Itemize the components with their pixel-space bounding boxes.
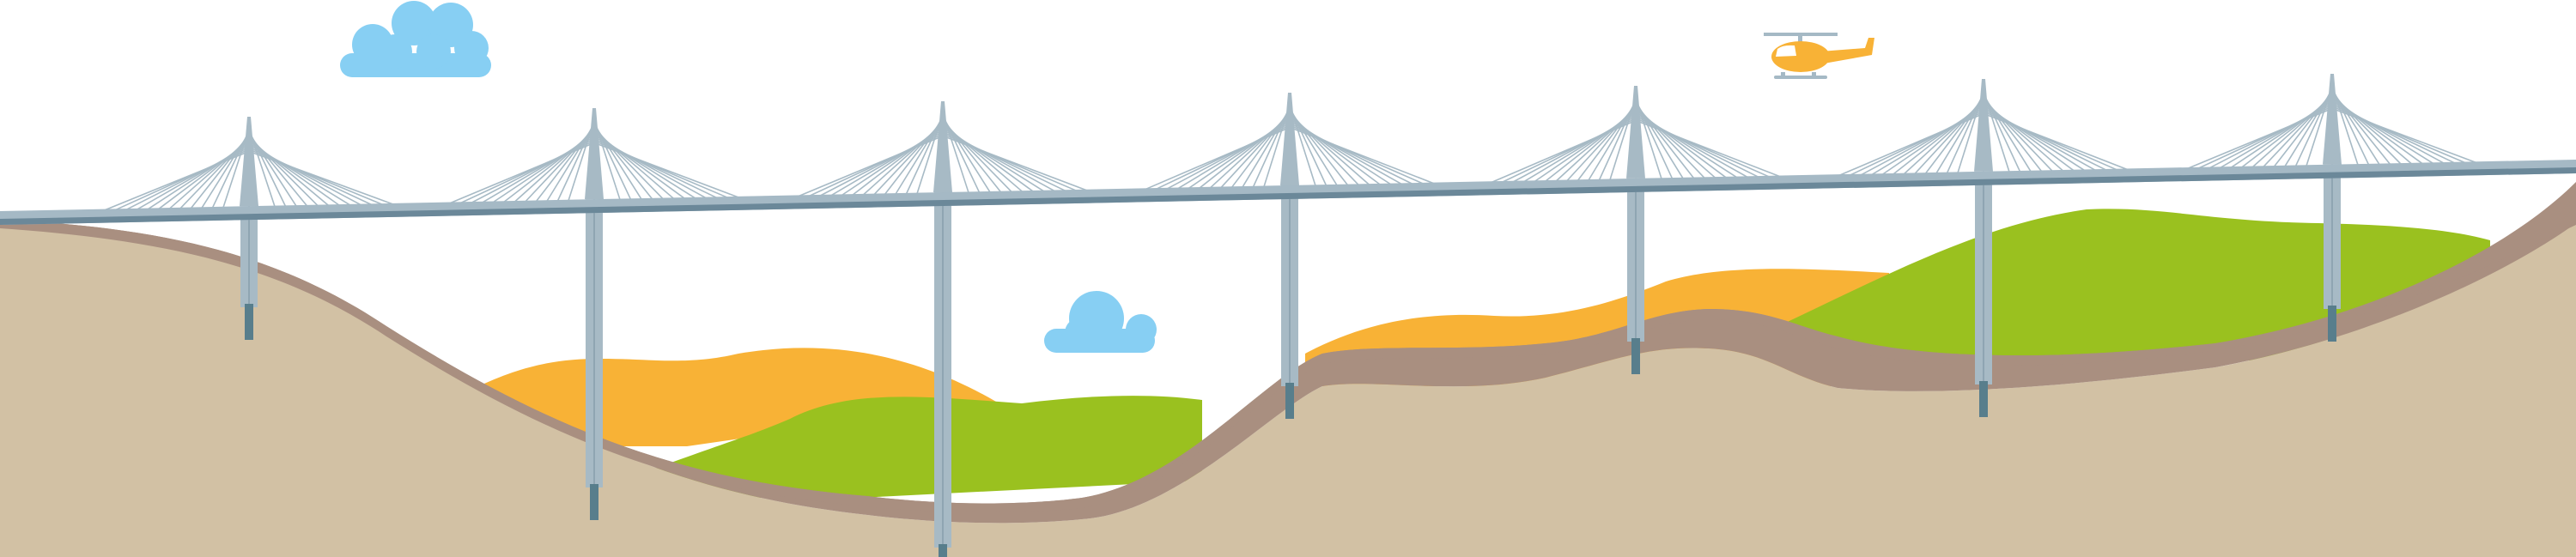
stay-cable: [2220, 101, 2333, 168]
pier-foot: [1631, 338, 1640, 374]
pier-split: [1983, 171, 1984, 384]
pier-split: [593, 199, 595, 487]
pylon: [1280, 93, 1299, 185]
stay-cable: [460, 140, 595, 203]
helicopter-icon: [1764, 33, 1874, 79]
stay-cable: [1289, 122, 1413, 185]
hill-green-left: [601, 396, 1202, 498]
hill-orange-left: [475, 348, 996, 446]
stay-cable: [942, 133, 1077, 191]
pier-foot: [1979, 381, 1988, 417]
stay-cable: [2209, 103, 2333, 169]
stay-cable: [2331, 107, 2476, 164]
stay-cable: [593, 136, 707, 199]
stay-cable: [1983, 112, 2128, 171]
stay-cable: [115, 148, 250, 211]
stay-cable: [799, 135, 944, 197]
pier-foot: [2328, 306, 2336, 342]
stay-cable: [593, 140, 728, 198]
stay-cable: [1635, 119, 1780, 178]
pier-foot: [1285, 383, 1294, 419]
pylon: [240, 117, 258, 207]
cloud-icon: [340, 1, 491, 77]
bridge-deck: [0, 160, 2576, 225]
stay-cable: [1289, 120, 1402, 185]
pier-split: [1289, 185, 1291, 386]
stay-cable: [482, 136, 595, 203]
stay-cable: [2331, 103, 2455, 164]
stay-cable: [1983, 111, 2117, 171]
pier-foot: [245, 304, 253, 340]
stay-cable: [1861, 108, 1984, 176]
stay-cable: [1167, 122, 1291, 190]
stay-cable: [820, 130, 944, 197]
pier-split: [2331, 164, 2333, 309]
stay-cable: [942, 130, 1066, 191]
stay-cable: [471, 137, 595, 203]
piers: [240, 74, 2342, 557]
stay-cable: [248, 150, 393, 205]
stay-cable: [1177, 120, 1291, 190]
stay-cable: [1513, 115, 1637, 183]
ground-bottom-layer: [0, 209, 2576, 557]
stay-cable: [1289, 126, 1434, 185]
stay-cable: [1502, 118, 1637, 183]
cloud-icon: [1044, 291, 1157, 353]
stay-cable: [942, 135, 1087, 191]
stay-cable: [1635, 113, 1748, 178]
pylon: [585, 108, 604, 200]
stay-cable: [2331, 101, 2445, 164]
stay-cable: [1983, 108, 2106, 171]
stay-cable: [809, 133, 944, 197]
pylon: [1626, 86, 1645, 179]
stay-cable: [2331, 106, 2466, 164]
stay-cable: [830, 129, 944, 197]
stay-cable: [1850, 111, 1984, 176]
pier-foot: [939, 544, 947, 557]
pylon: [2323, 74, 2342, 165]
stay-cable: [1871, 106, 1984, 176]
stay-cable: [1289, 124, 1424, 185]
pier-split: [248, 206, 250, 307]
pylon: [1974, 79, 1993, 172]
stay-cable: [1635, 118, 1770, 178]
stay-cable: [137, 144, 250, 210]
stay-cable: [105, 150, 250, 211]
ground-top-layer: [0, 209, 2576, 524]
stay-cable: [126, 146, 250, 210]
stay-cable: [450, 142, 595, 204]
pier-split: [942, 192, 944, 548]
stay-cable: [593, 137, 717, 199]
stay-cable: [1492, 119, 1637, 183]
stay-cables: [105, 85, 2476, 211]
stay-cable: [593, 142, 738, 198]
pier-foot: [590, 484, 598, 520]
pylon: [933, 101, 952, 193]
stay-cable: [1156, 124, 1291, 190]
stay-cable: [248, 144, 361, 206]
pier-split: [1635, 178, 1637, 342]
stay-cable: [1523, 113, 1637, 183]
stay-cable: [248, 146, 372, 206]
stay-cable: [1839, 112, 1984, 176]
stay-cable: [248, 148, 383, 205]
stay-cable: [2188, 107, 2333, 169]
stay-cable: [2198, 106, 2333, 169]
ground: [0, 182, 2576, 557]
stay-cable: [1635, 115, 1759, 178]
stay-cable: [1983, 106, 2096, 171]
stay-cable: [942, 129, 1055, 192]
stay-cable: [1145, 126, 1291, 191]
